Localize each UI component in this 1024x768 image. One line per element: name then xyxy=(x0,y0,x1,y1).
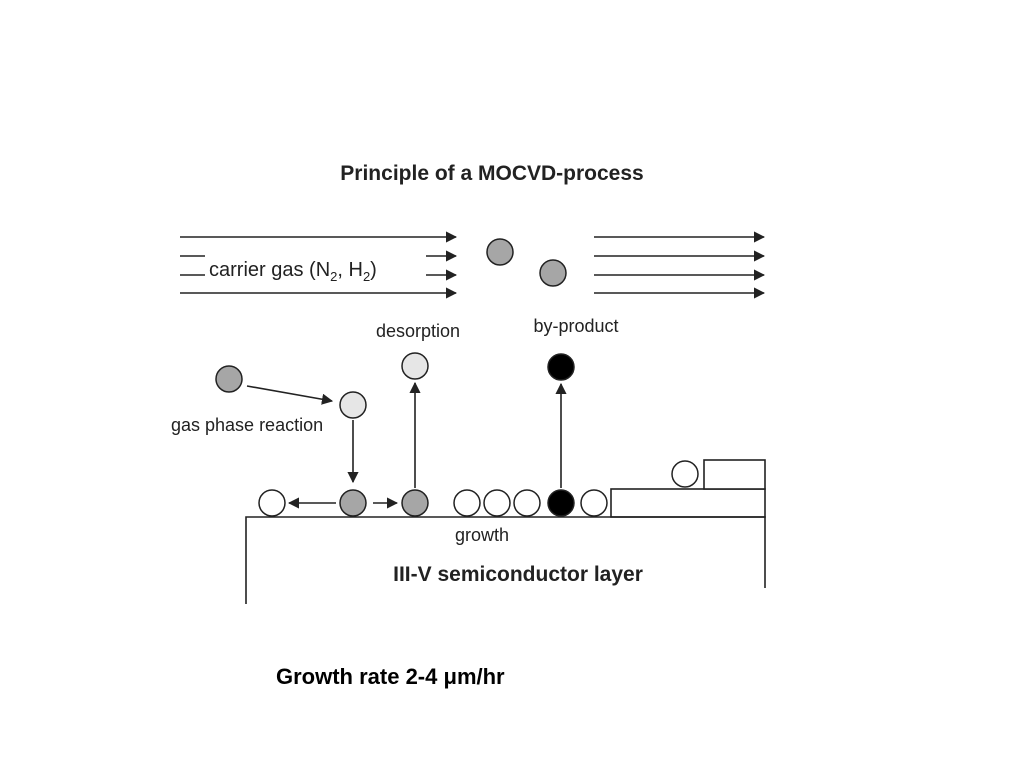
carrier-gas-outflow-arrows xyxy=(594,231,766,299)
gas-stream-molecule xyxy=(486,238,514,266)
carrier-gas-prefix: carrier gas (N xyxy=(209,259,330,281)
surface-atom xyxy=(513,489,541,517)
surface-atom xyxy=(483,489,511,517)
grown-terrace xyxy=(610,488,766,518)
carrier-gas-inflow-arrows xyxy=(180,231,458,299)
carrier-gas-sub-n: 2 xyxy=(330,269,337,284)
surface-atom xyxy=(580,489,608,517)
growth-rate-text: Growth rate 2-4 μm/hr xyxy=(276,664,505,689)
step-edge-atom xyxy=(671,460,699,488)
carrier-gas-suffix: ) xyxy=(370,259,377,281)
gas-stream-molecule xyxy=(539,259,567,287)
carrier-gas-label: carrier gas (N2, H2) xyxy=(209,259,377,284)
desorbed-molecule xyxy=(401,352,429,380)
carrier-gas-middle: , H xyxy=(337,259,363,281)
gas-phase-reaction-label: gas phase reaction xyxy=(171,415,323,435)
desorption-label: desorption xyxy=(376,321,460,341)
gas-phase-reaction-arrow xyxy=(246,385,334,405)
growth-label: growth xyxy=(455,525,509,545)
adsorbed-molecule xyxy=(339,489,367,517)
semiconductor-layer-label: III-V semiconductor layer xyxy=(393,563,643,586)
carrier-gas-sub-h: 2 xyxy=(363,269,370,284)
grown-terrace-upper xyxy=(703,459,766,490)
by-product-label: by-product xyxy=(533,316,618,336)
surface-by-product-molecule xyxy=(547,489,575,517)
precursor-molecule xyxy=(215,365,243,393)
semiconductor-layer xyxy=(245,516,766,604)
surface-atom xyxy=(258,489,286,517)
adsorbed-molecule xyxy=(401,489,429,517)
reacted-molecule xyxy=(339,391,367,419)
surface-atom xyxy=(453,489,481,517)
by-product-molecule xyxy=(547,353,575,381)
diagram-title: Principle of a MOCVD-process xyxy=(340,162,643,185)
